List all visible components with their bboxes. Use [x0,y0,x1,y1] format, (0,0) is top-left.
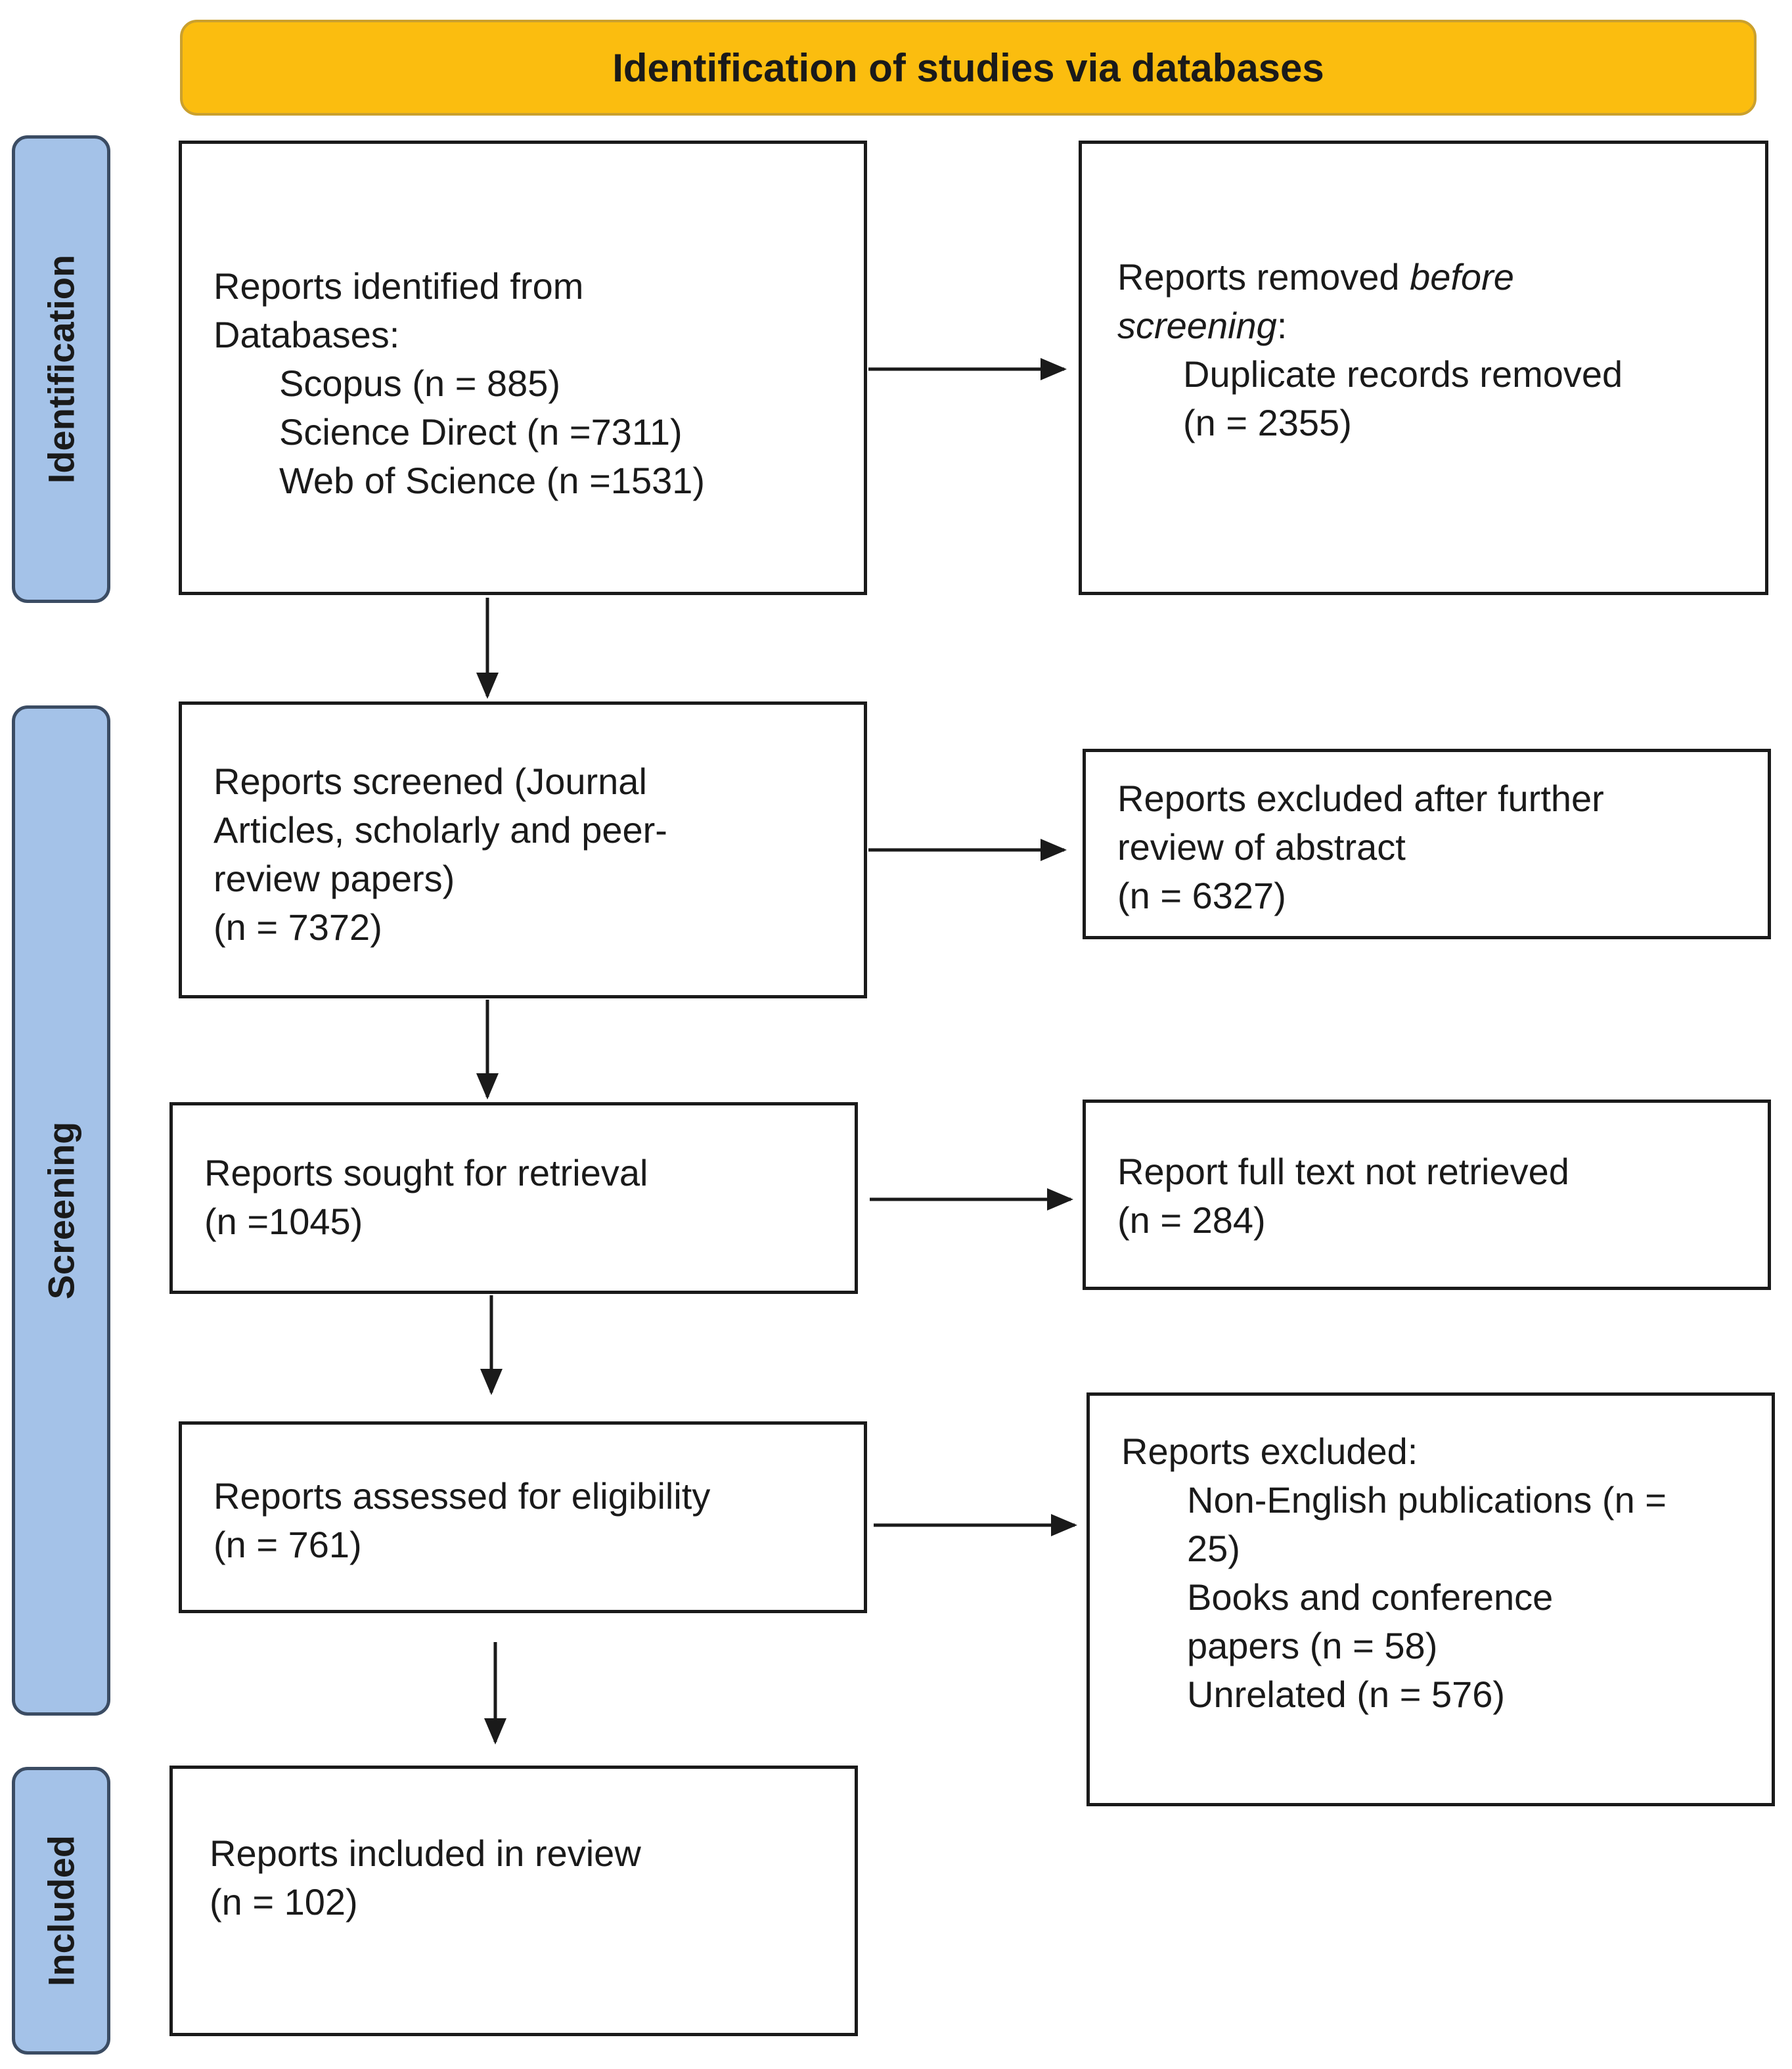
removed-duplicates: Duplicate records removed [1183,353,1623,395]
box-reports-screened: Reports screened (Journal Articles, scho… [179,701,867,998]
header-title: Identification of studies via databases [612,45,1324,90]
sought-n: (n =1045) [204,1201,363,1242]
excluded-abstract-n: (n = 6327) [1117,875,1286,916]
included-n: (n = 102) [210,1881,358,1923]
box-reports-assessed: Reports assessed for eligibility (n = 76… [179,1421,867,1613]
removed-line-2-text: : [1276,305,1288,346]
sought-label: Reports sought for retrieval [204,1152,648,1193]
header-banner: Identification of studies via databases [180,20,1757,116]
phase-included: Included [12,1767,110,2055]
removed-line-2-italic: screening [1117,305,1277,346]
assessed-label: Reports assessed for eligibility [213,1475,711,1517]
phase-identification: Identification [12,135,110,603]
removed-line-2: screening: [1117,301,1765,350]
box-reports-excluded: Reports excluded: Non-English publicatio… [1086,1392,1775,1806]
excluded-unrelated: Unrelated (n = 576) [1187,1674,1506,1715]
excluded-non-english-2: 25) [1187,1528,1240,1569]
removed-line-1-text: Reports removed [1117,256,1410,298]
excluded-non-english-1: Non-English publications (n = [1187,1479,1667,1521]
screened-line-2: Articles, scholarly and peer- [213,809,667,851]
phase-screening: Screening [12,705,110,1716]
box-reports-removed: Reports removed before screening: Duplic… [1079,141,1768,595]
excluded-books-2: papers (n = 58) [1187,1625,1438,1666]
box-reports-sought: Reports sought for retrieval (n =1045) [169,1102,858,1294]
not-retrieved-label: Report full text not retrieved [1117,1151,1569,1192]
box-not-retrieved: Report full text not retrieved (n = 284) [1083,1100,1771,1290]
box-reports-identified: Reports identified from Databases: Scopu… [179,141,867,595]
excluded-abstract-line-2: review of abstract [1117,826,1406,868]
identified-science-direct: Science Direct (n =7311) [279,411,683,453]
box-excluded-abstract: Reports excluded after further review of… [1083,749,1771,939]
identified-heading-2: Databases: [213,314,400,355]
excluded-abstract-line-1: Reports excluded after further [1117,778,1604,819]
identified-heading-1: Reports identified from [213,265,584,307]
removed-line-1: Reports removed before [1117,253,1765,301]
excluded-heading: Reports excluded: [1121,1431,1418,1472]
screened-line-3: review papers) [213,858,455,899]
identified-scopus: Scopus (n = 885) [279,363,561,404]
removed-duplicates-n: (n = 2355) [1183,402,1352,443]
included-label: Reports included in review [210,1833,641,1874]
screened-line-1: Reports screened (Journal [213,761,647,802]
box-reports-included: Reports included in review (n = 102) [169,1766,858,2036]
identified-web-of-science: Web of Science (n =1531) [279,460,706,501]
screened-n: (n = 7372) [213,906,382,948]
not-retrieved-n: (n = 284) [1117,1199,1266,1241]
removed-line-1-italic: before [1410,256,1514,298]
assessed-n: (n = 761) [213,1524,362,1565]
excluded-books-1: Books and conference [1187,1576,1554,1618]
